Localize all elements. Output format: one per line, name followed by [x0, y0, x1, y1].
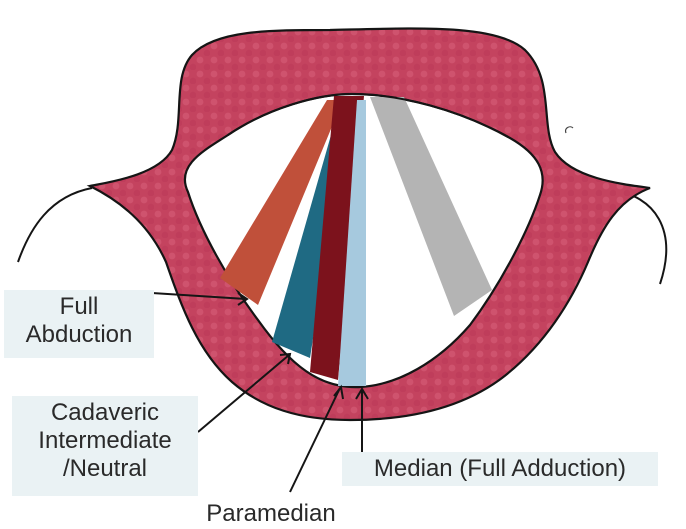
label-paramedian: Paramedian	[182, 500, 360, 529]
label-full-abduction-line1: Full	[10, 293, 148, 321]
left-wing-line	[18, 188, 92, 262]
label-median-text: Median (Full Adduction)	[348, 455, 652, 483]
label-median: Median (Full Adduction)	[342, 452, 658, 486]
label-full-abduction: Full Abduction	[4, 290, 154, 358]
label-cadaveric-line3: /Neutral	[18, 455, 192, 483]
label-paramedian-text: Paramedian	[182, 500, 360, 528]
larynx-ring	[90, 29, 650, 420]
grey-band	[370, 97, 492, 316]
label-cadaveric-line1: Cadaveric	[18, 399, 192, 427]
label-cadaveric: Cadaveric Intermediate /Neutral	[12, 396, 198, 496]
label-cadaveric-line2: Intermediate	[18, 427, 192, 455]
small-mark	[566, 127, 573, 133]
label-full-abduction-line2: Abduction	[10, 321, 148, 349]
